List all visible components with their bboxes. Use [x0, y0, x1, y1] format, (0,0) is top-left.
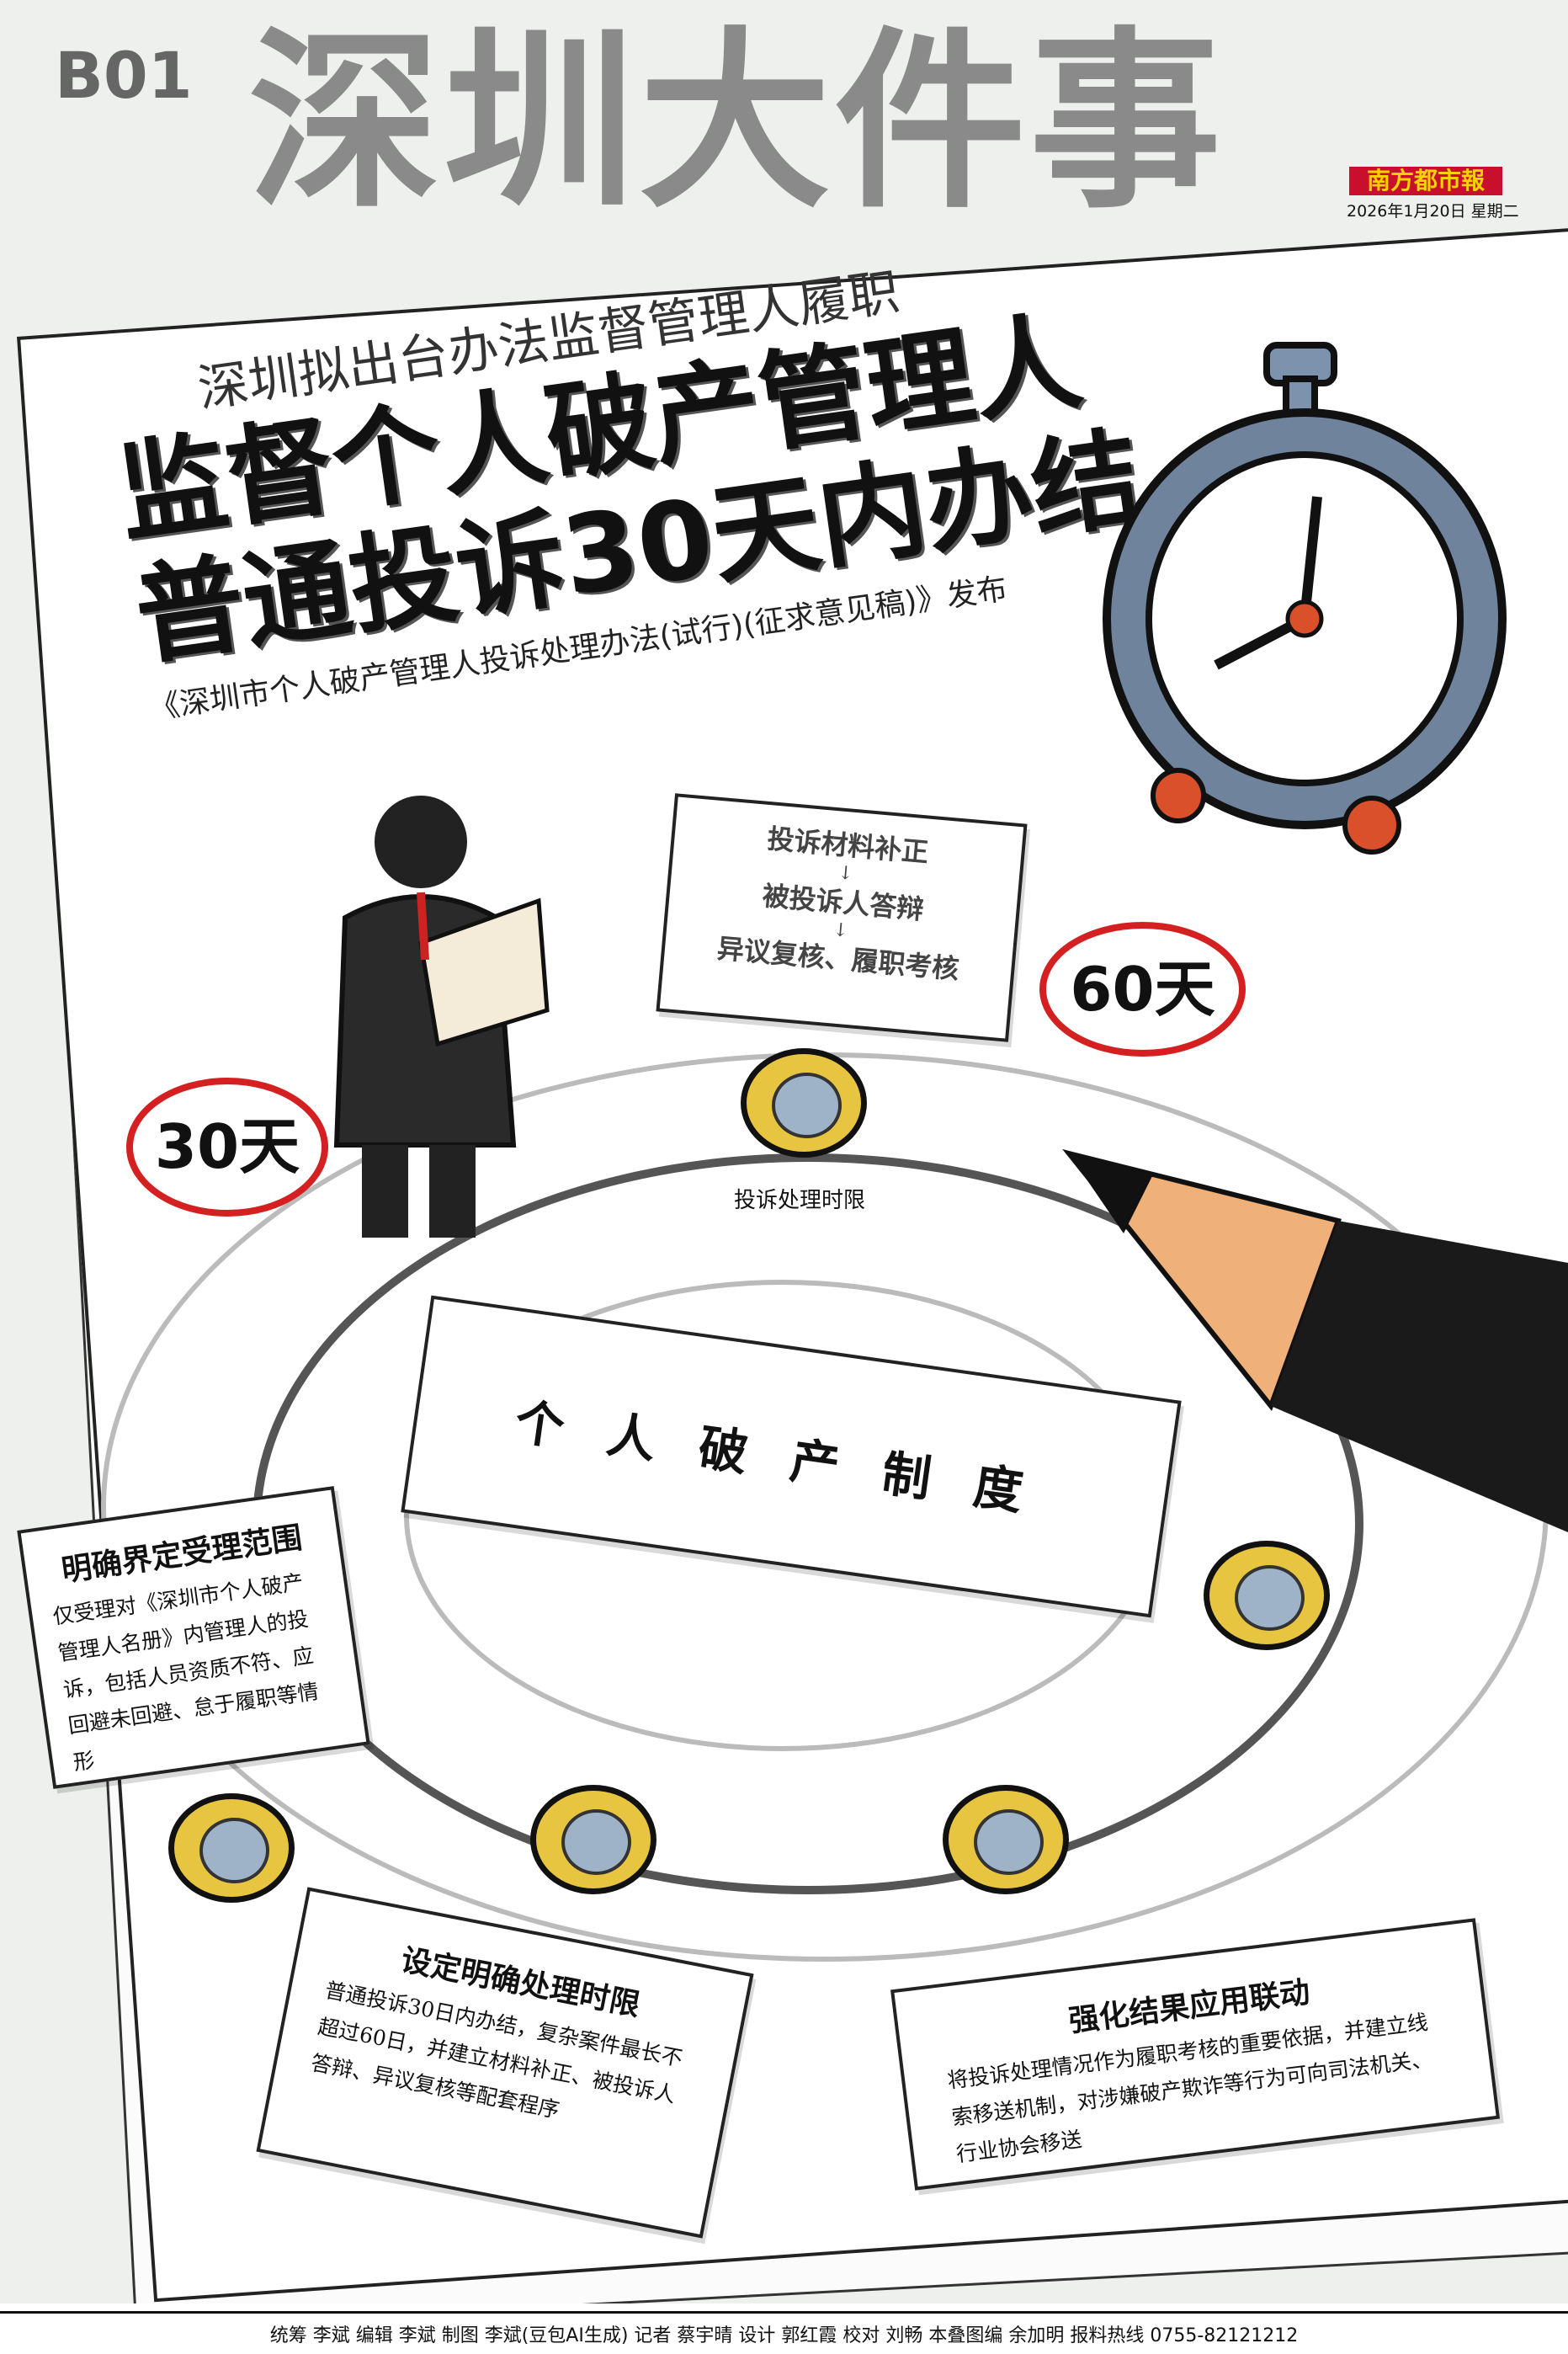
issue-date: 2026年1月20日 星期二	[1347, 202, 1519, 221]
pencil-icon	[1062, 1148, 1568, 1532]
businessman-reading-icon	[333, 796, 550, 1238]
info-box-scope: 明确界定受理范围 仅受理对《深圳市个人破产管理人名册》内管理人的投诉，包括人员资…	[17, 1486, 370, 1789]
credits-line: 统筹 李斌 编辑 李斌 制图 李斌(豆包AI生成) 记者 蔡宇晴 设计 郭红霞 …	[0, 2311, 1568, 2347]
clock-label: 投诉处理时限	[734, 1188, 866, 1213]
clock-badge-icon	[741, 1048, 867, 1158]
bubble-60-days: 60天	[1039, 922, 1246, 1057]
bubble-30-days: 30天	[126, 1078, 328, 1217]
page-number: B01	[55, 38, 193, 113]
newspaper-logo: 南方都市報	[1349, 167, 1502, 195]
clock-badge-icon	[943, 1785, 1069, 1894]
section-title: 深圳大件事	[248, 10, 1225, 234]
clock-badge-icon	[530, 1785, 656, 1894]
alarm-clock-icon	[1103, 342, 1507, 855]
clock-badge-icon	[168, 1793, 295, 1903]
clock-badge-icon	[1204, 1541, 1330, 1650]
process-flow-card: 投诉材料补正 ↓ 被投诉人答辩 ↓ 异议复核、履职考核	[656, 793, 1028, 1042]
info-box-body: 仅受理对《深圳市个人破产管理人名册》内管理人的投诉，包括人员资质不符、应回避未回…	[50, 1569, 321, 1776]
